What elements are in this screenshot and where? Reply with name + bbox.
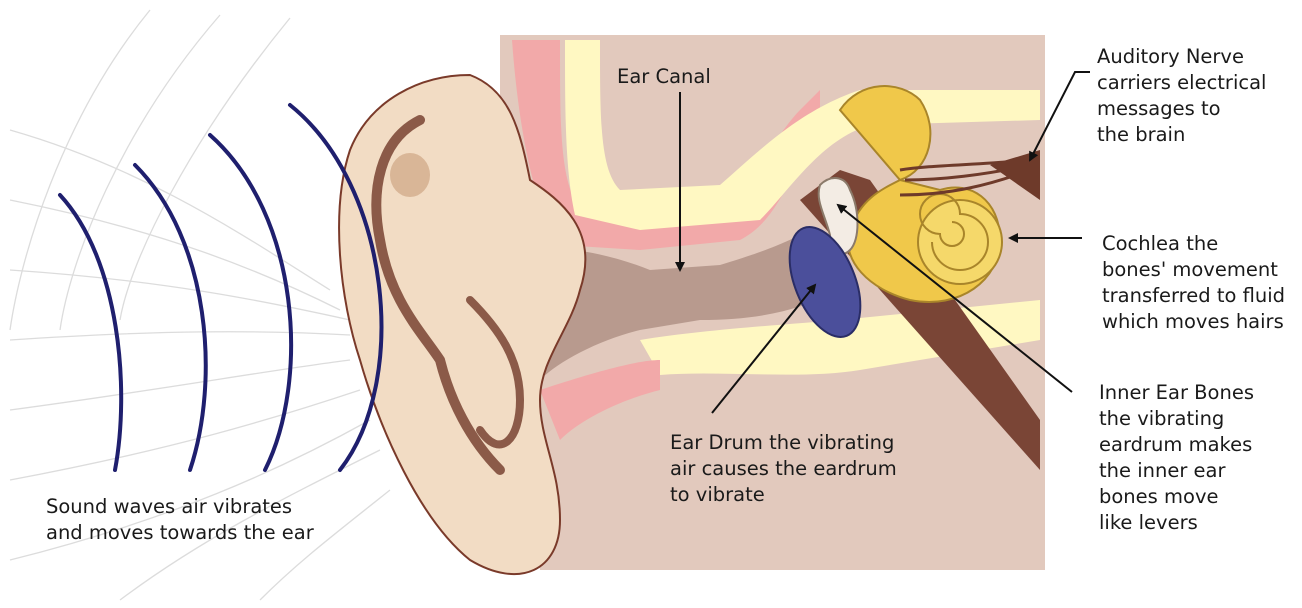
sound-waves <box>60 105 381 470</box>
sound-wave-arc-1 <box>60 195 121 470</box>
sound-wave-arc-2 <box>135 165 206 470</box>
cochlea-label: Cochlea the bones' movement transferred … <box>1102 231 1285 335</box>
ear-canal-label: Ear Canal <box>617 64 711 90</box>
inner-ear-bones-label: Inner Ear Bones the vibrating eardrum ma… <box>1099 380 1254 536</box>
sound-waves-label: Sound waves air vibrates and moves towar… <box>46 494 314 546</box>
auditory-nerve-label: Auditory Nerve carriers electrical messa… <box>1097 44 1266 148</box>
ear-drum-label: Ear Drum the vibrating air causes the ea… <box>670 430 897 508</box>
sound-wave-arc-3 <box>210 135 291 470</box>
